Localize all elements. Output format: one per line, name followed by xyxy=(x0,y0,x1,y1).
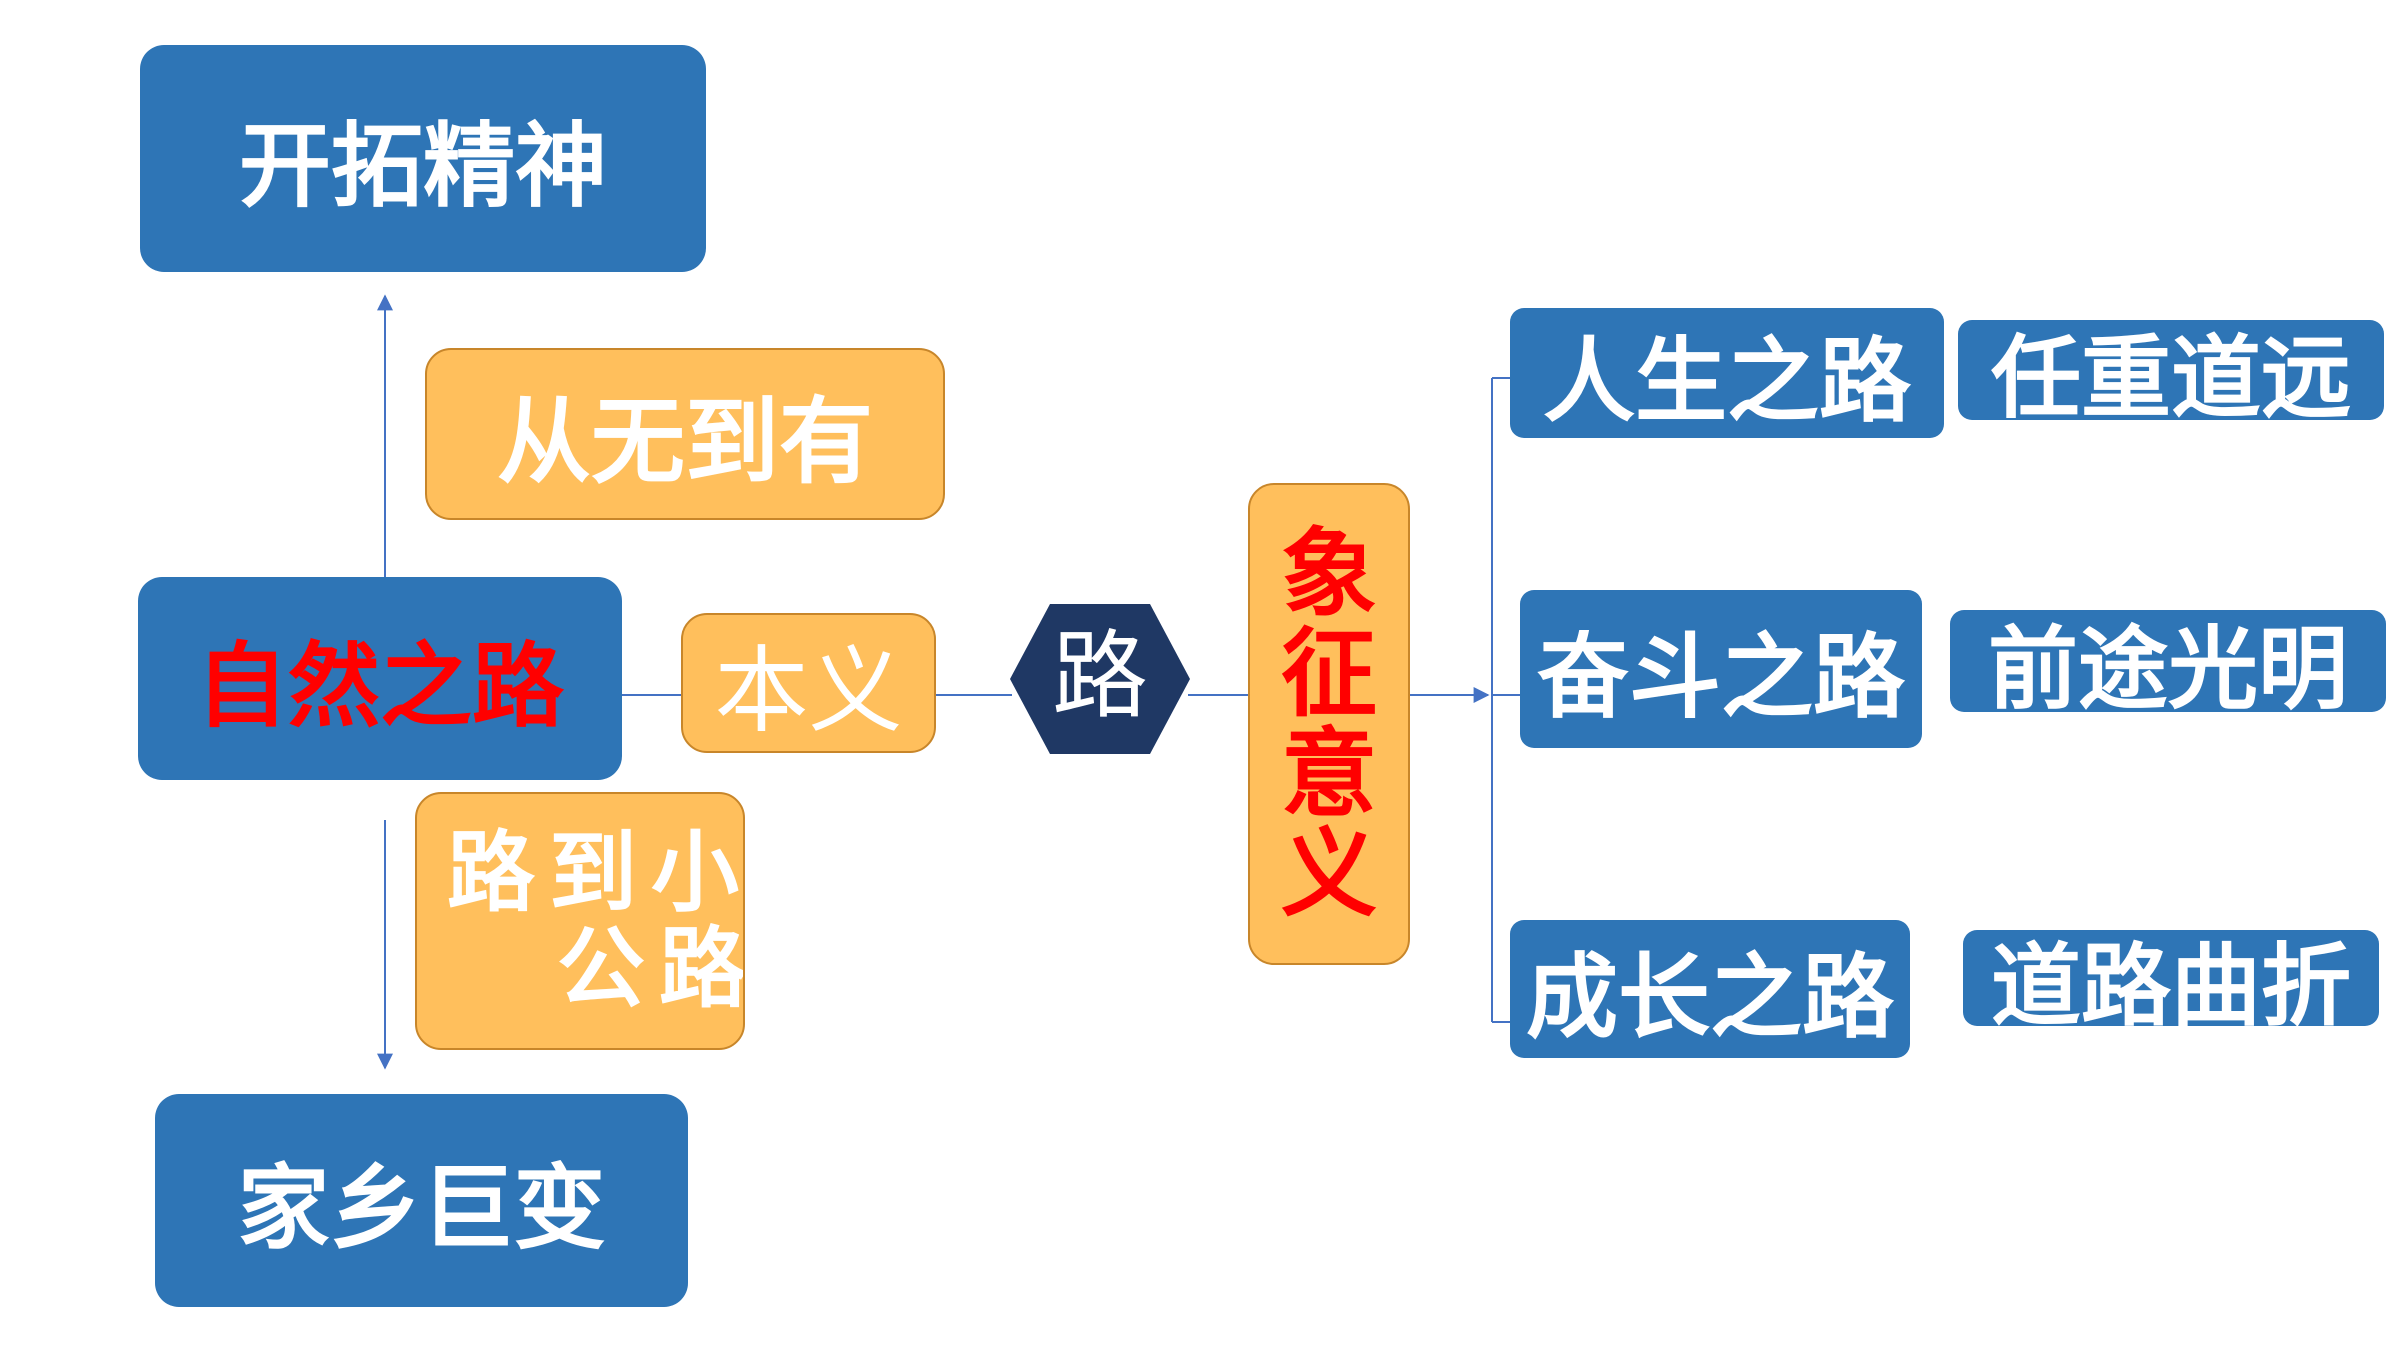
node-ludao-line1: 路到小 xyxy=(447,821,745,924)
node-benyi: 本义 xyxy=(681,613,936,753)
hexagon-label: 路 xyxy=(1052,620,1148,732)
hexagon-lu: 路 xyxy=(1010,604,1190,754)
node-rensheng-zhilu: 人生之路 xyxy=(1510,308,1944,438)
node-renzhong-daoyuan: 任重道远 xyxy=(1958,320,2384,420)
node-ludao-line2: 公路 xyxy=(557,917,745,1020)
hexagon-shape xyxy=(1010,604,1190,754)
node-qiantu-guangming: 前途光明 xyxy=(1950,610,2386,712)
node-congwu-daoyou: 从无到有 xyxy=(425,348,945,520)
node-kaituo-jingshen: 开拓精神 xyxy=(140,45,706,272)
node-fendou-zhilu: 奋斗之路 xyxy=(1520,590,1922,748)
node-daolu-quzhe: 道路曲折 xyxy=(1963,930,2379,1026)
node-xiangzheng-yiyi: 象征意义 xyxy=(1248,483,1410,965)
node-chengzhang-zhilu: 成长之路 xyxy=(1510,920,1910,1058)
node-ludao-text: 路到小 公路 xyxy=(447,821,745,1020)
node-ludao-gonglu: 路到小 公路 xyxy=(415,792,745,1050)
node-jiaxiang-jubian: 家乡巨变 xyxy=(155,1094,688,1307)
node-ziran-zhilu: 自然之路 xyxy=(138,577,622,780)
